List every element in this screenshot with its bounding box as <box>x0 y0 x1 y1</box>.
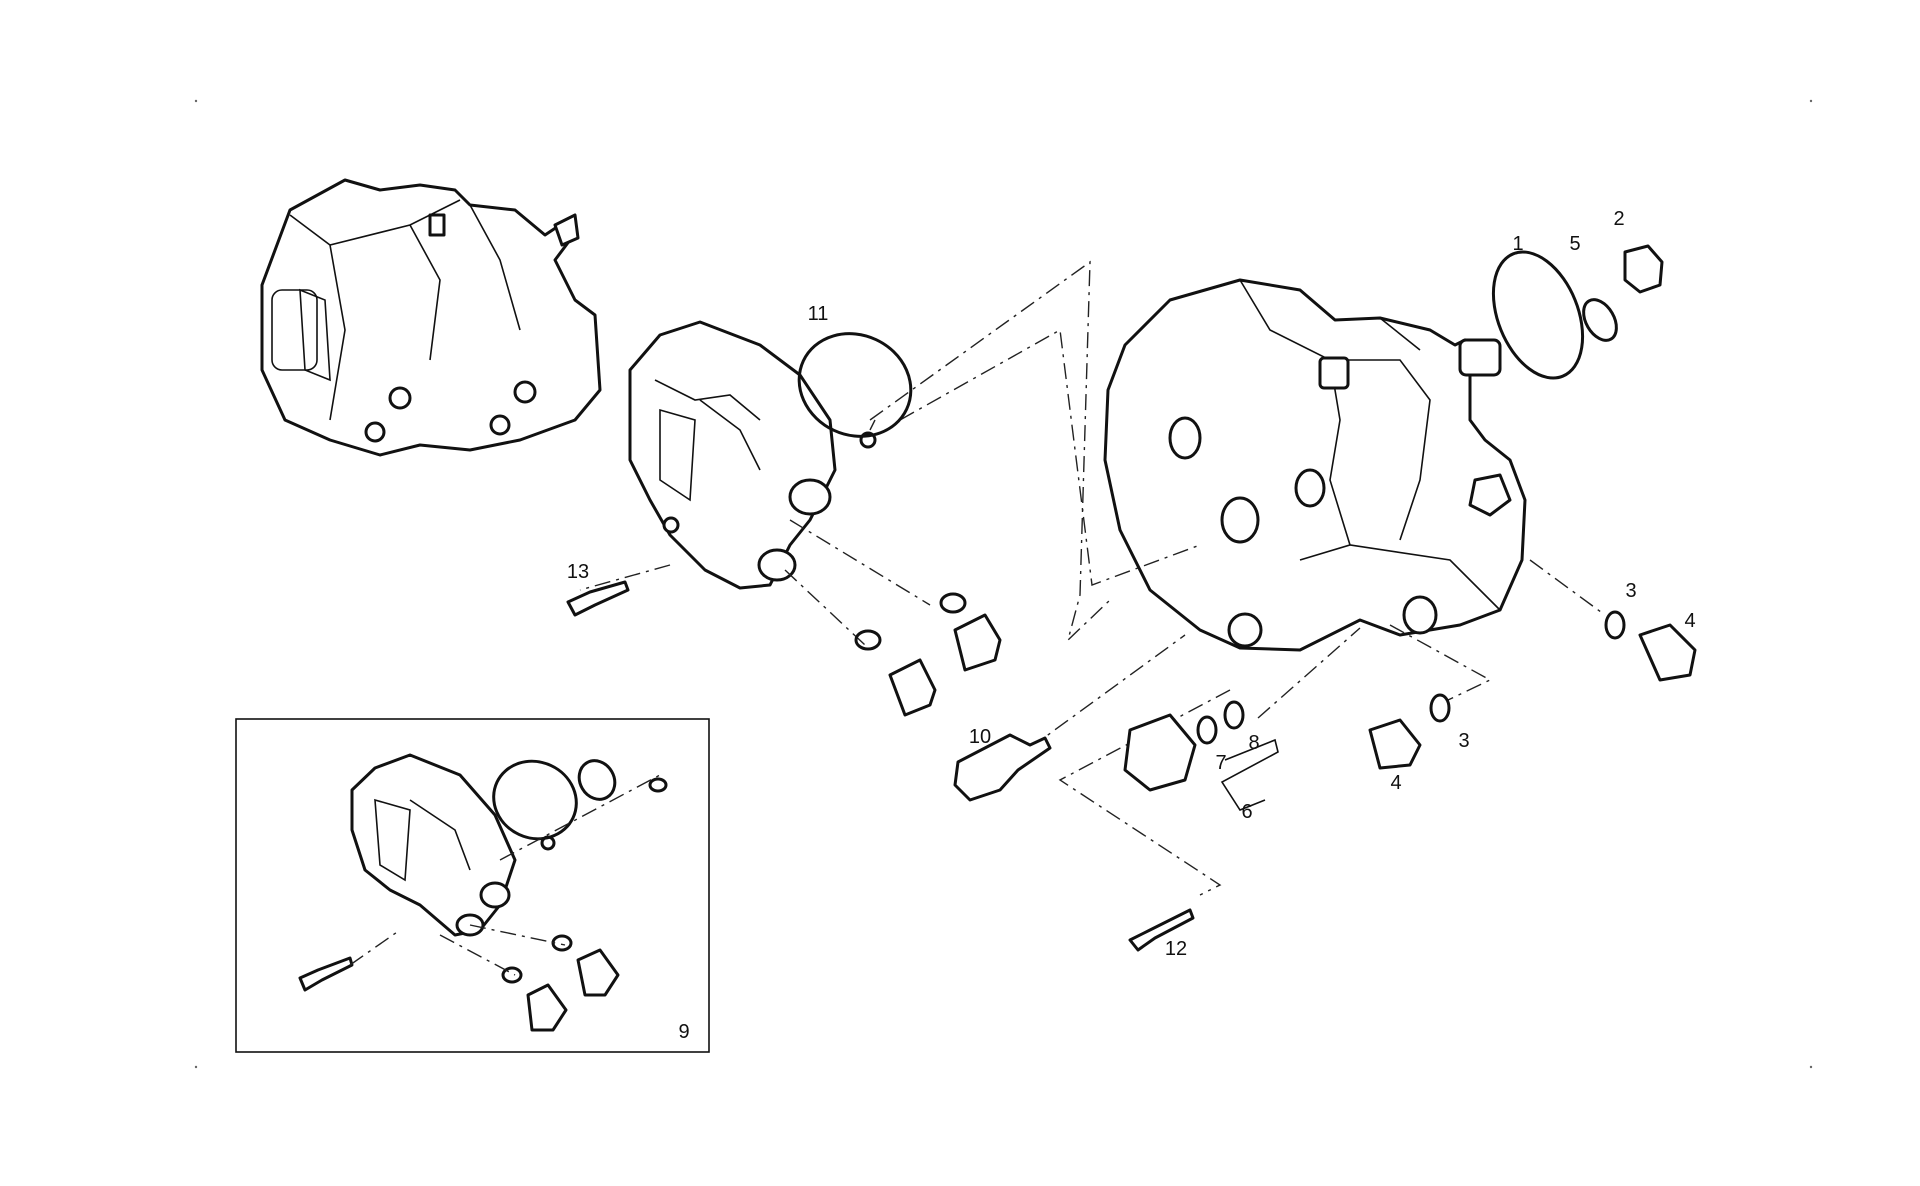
callout-1: 1 <box>1512 233 1523 255</box>
callout-10: 10 <box>969 726 991 748</box>
callout-6: 6 <box>1241 801 1252 823</box>
valve-6 <box>1123 713 1197 792</box>
callout-12: 12 <box>1165 938 1187 960</box>
main-pump-body <box>1103 278 1527 652</box>
callout-3: 3 <box>1625 580 1636 602</box>
callout-3b: 3 <box>1458 730 1469 752</box>
screw-13 <box>566 580 630 617</box>
callout-5: 5 <box>1569 233 1580 255</box>
callout-8: 8 <box>1248 732 1259 754</box>
callout-2: 2 <box>1613 208 1624 230</box>
callout-4: 4 <box>1684 610 1695 632</box>
seals <box>566 244 1697 952</box>
screw-12 <box>1128 908 1195 952</box>
pump-cover <box>628 320 837 590</box>
o-ring-1 <box>1491 250 1585 380</box>
fitting-4 <box>1638 623 1697 682</box>
fitting-4b <box>1368 718 1422 770</box>
fitting <box>888 658 937 717</box>
o-ring-11 <box>797 332 913 438</box>
washer-5 <box>1582 298 1618 342</box>
callout-4b: 4 <box>1390 772 1401 794</box>
callout-7: 7 <box>1215 752 1226 774</box>
inset-kit-9 <box>235 718 710 1053</box>
sensor-10 <box>953 733 1052 802</box>
assembly-lines <box>579 260 1606 896</box>
callouts: 1 5 2 11 13 3 4 10 7 8 6 3 4 12 9 <box>567 208 1696 1043</box>
corner-marks <box>194 99 1813 1069</box>
fitting <box>953 613 1002 672</box>
nut-2 <box>1623 244 1664 294</box>
callout-11: 11 <box>808 303 829 325</box>
callout-9: 9 <box>678 1021 689 1043</box>
assembled-pump <box>260 178 602 457</box>
callout-13: 13 <box>567 561 589 583</box>
